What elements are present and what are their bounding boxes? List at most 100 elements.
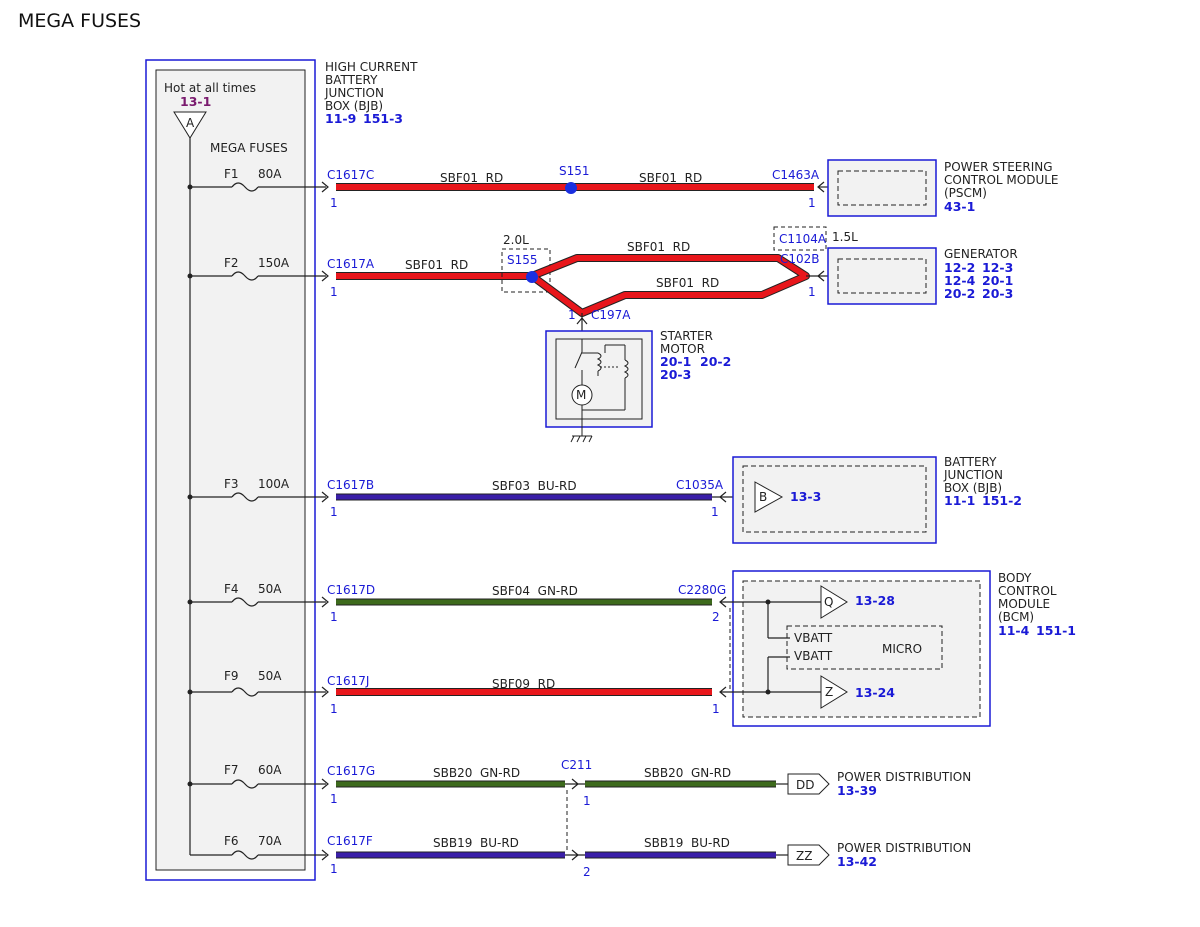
connector-zz-label: ZZ xyxy=(796,849,812,863)
bjb-ref[interactable]: 11-1 xyxy=(944,493,975,508)
bjb-output-connector-icons xyxy=(321,181,329,861)
pin-number: 1 xyxy=(330,610,338,624)
connector-label[interactable]: C197A xyxy=(591,308,631,322)
connector-label[interactable]: C211 xyxy=(561,758,592,772)
bcm-inner xyxy=(742,580,981,718)
generator-ref[interactable]: 20-3 xyxy=(982,286,1013,301)
fuse-f9[interactable]: F9 50A xyxy=(187,669,327,697)
pin-number: 1 xyxy=(568,308,576,322)
pd1-ref[interactable]: 13-39 xyxy=(837,783,877,798)
connector-label[interactable]: C1617A xyxy=(327,257,375,271)
bjb-high-current-label: HIGH CURRENT BATTERY JUNCTION BOX (BJB) … xyxy=(324,60,418,126)
fuse-icon xyxy=(231,850,259,860)
fuse-f2[interactable]: F2 150A xyxy=(187,256,327,281)
hot-ref[interactable]: 13-1 xyxy=(180,94,211,109)
fuse-f4[interactable]: F4 50A xyxy=(187,582,327,607)
bcm-ref[interactable]: 11-4 xyxy=(998,623,1030,638)
bcm-ref[interactable]: 151-1 xyxy=(1036,623,1076,638)
splice-s151[interactable] xyxy=(565,182,577,194)
fuse-f1[interactable]: F1 80A xyxy=(187,167,327,192)
connector-z-ref[interactable]: 13-24 xyxy=(855,685,895,700)
bcm-micro-box xyxy=(786,625,943,670)
pscm-module[interactable]: POWER STEERING CONTROL MODULE (PSCM) 43-… xyxy=(827,159,1059,217)
generator-ref[interactable]: 20-1 xyxy=(982,273,1013,288)
generator-module[interactable]: GENERATOR 12-2 12-3 12-4 20-1 20-2 20-3 xyxy=(827,247,1018,305)
bjb-high-line-1: HIGH CURRENT xyxy=(325,60,418,74)
pd2-ref[interactable]: 13-42 xyxy=(837,854,877,869)
connector-label[interactable]: C1617J xyxy=(327,674,369,688)
bcm-module[interactable]: VBATT VBATT MICRO Q 13-28 Z 13-24 BODY C… xyxy=(720,570,1076,727)
connector-label[interactable]: C1104A xyxy=(779,232,827,246)
generator-ref[interactable]: 20-2 xyxy=(944,286,975,301)
bjb-high-ref-1[interactable]: 11-9 xyxy=(325,111,356,126)
pin-number: 1 xyxy=(330,792,338,806)
connector-label[interactable]: C1463A xyxy=(772,168,820,182)
connector-label[interactable]: C1617B xyxy=(327,478,374,492)
fuse-icon xyxy=(231,492,259,502)
connector-label[interactable]: C2280G xyxy=(678,583,726,597)
bjb-ref[interactable]: 151-2 xyxy=(982,493,1022,508)
generator-border xyxy=(827,247,937,305)
wire-label: SBF01 RD xyxy=(440,171,503,185)
generator-ref[interactable]: 12-2 xyxy=(944,260,975,275)
wire-sbf01-loop[interactable] xyxy=(530,255,809,316)
starter-ref[interactable]: 20-2 xyxy=(700,354,731,369)
generator-ref[interactable]: 12-3 xyxy=(982,260,1013,275)
pscm-border xyxy=(827,159,937,217)
pscm-line-1: POWER STEERING xyxy=(944,160,1053,174)
connector-label[interactable]: C1035A xyxy=(676,478,724,492)
pin-number: 2 xyxy=(583,865,591,879)
pscm-line-3: (PSCM) xyxy=(944,186,987,200)
fuse-f3[interactable]: F3 100A xyxy=(187,477,327,502)
engine-2l-option-box xyxy=(501,248,551,293)
power-distribution-zz[interactable]: ZZ POWER DISTRIBUTION 13-42 xyxy=(787,841,971,869)
generator-ref[interactable]: 12-4 xyxy=(944,273,976,288)
connector-dd-flag-icon xyxy=(787,773,830,795)
connector-label[interactable]: C1617G xyxy=(327,764,375,778)
bjb-high-ref-2[interactable]: 151-3 xyxy=(363,111,403,126)
starter-ref[interactable]: 20-1 xyxy=(660,354,691,369)
bjb-high-line-4: BOX (BJB) xyxy=(325,99,383,113)
connector-label[interactable]: C1617D xyxy=(327,583,375,597)
connector-label[interactable]: C1617C xyxy=(327,168,374,182)
bcm-line-2: CONTROL xyxy=(998,584,1057,598)
fuse-id: F3 xyxy=(224,477,239,491)
fuse-id: F2 xyxy=(224,256,239,270)
starter-ref[interactable]: 20-3 xyxy=(660,367,691,382)
fuse-amps: 50A xyxy=(258,669,282,683)
mega-fuse-panel xyxy=(155,69,306,871)
bjb-line-2: JUNCTION xyxy=(943,468,1003,482)
wire-label: SBF09 RD xyxy=(492,677,555,691)
power-distribution-dd[interactable]: DD POWER DISTRIBUTION 13-39 xyxy=(787,770,971,798)
pscm-ref[interactable]: 43-1 xyxy=(944,199,975,214)
connector-b-ref[interactable]: 13-3 xyxy=(790,489,821,504)
pin-number: 1 xyxy=(330,862,338,876)
bcm-vbatt-2: VBATT xyxy=(794,649,833,663)
fuse-f7[interactable]: F7 60A xyxy=(187,763,327,789)
starter-motor-module[interactable]: M STARTER MOTOR 20-1 20-2 20-3 xyxy=(545,329,731,443)
page-title: MEGA FUSES xyxy=(18,10,141,32)
pd1-label: POWER DISTRIBUTION xyxy=(837,770,971,784)
bjb-module[interactable]: B 13-3 BATTERY JUNCTION BOX (BJB) 11-1 1… xyxy=(732,455,1022,544)
wire-label: SBF01 RD xyxy=(627,240,690,254)
fuse-icon xyxy=(231,687,259,697)
fuse-f6[interactable]: F6 70A xyxy=(190,834,326,860)
circuit-row-1: C1617C 1 SBF01 RD S151 SBF01 RD C1463A 1 xyxy=(327,164,828,210)
pin-number: 1 xyxy=(808,196,816,210)
splice-s155[interactable] xyxy=(526,271,538,283)
fuse-icon xyxy=(231,182,259,192)
engine-15l-label: 1.5L xyxy=(832,230,858,244)
connector-q-ref[interactable]: 13-28 xyxy=(855,593,895,608)
fuse-id: F4 xyxy=(224,582,239,596)
pin-number: 1 xyxy=(330,702,338,716)
connector-dd-label: DD xyxy=(796,778,814,792)
connector-label[interactable]: C102B xyxy=(780,252,820,266)
connector-chevron-icon xyxy=(321,181,329,193)
wire-label: SBF01 RD xyxy=(639,171,702,185)
fuse-amps: 60A xyxy=(258,763,282,777)
connector-q-label: Q xyxy=(824,595,833,609)
fuse-icon xyxy=(231,271,259,281)
connector-label[interactable]: C1617F xyxy=(327,834,373,848)
fuse-id: F7 xyxy=(224,763,239,777)
pin-number: 1 xyxy=(711,505,719,519)
